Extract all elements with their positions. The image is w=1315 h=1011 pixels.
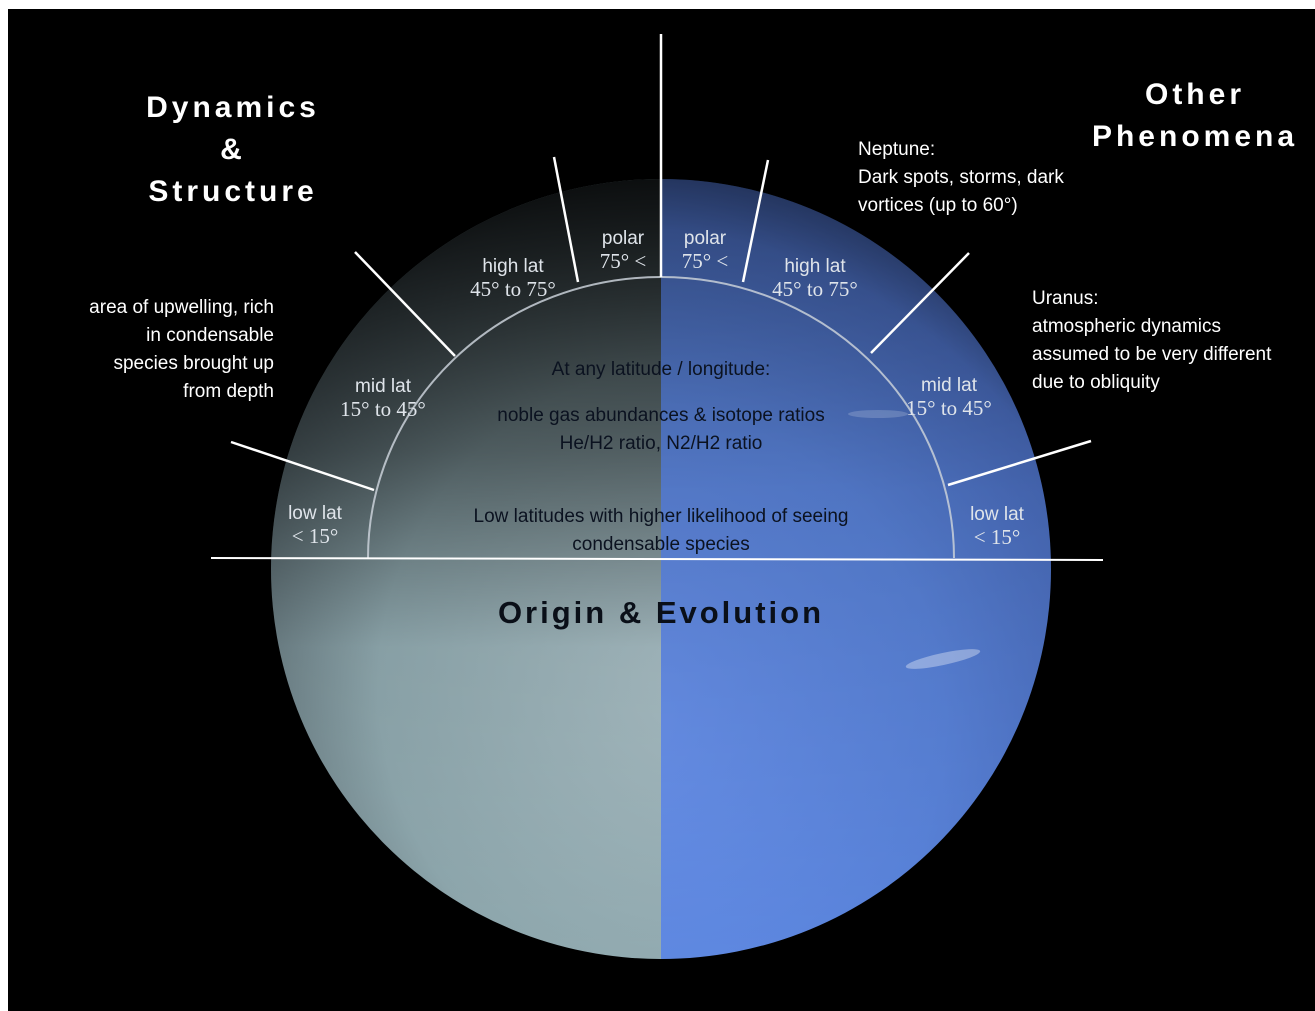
any-latitude-heading: At any latitude / longitude:	[551, 359, 771, 380]
tick-right-15	[947, 439, 1092, 487]
zone-range: 75° <	[599, 249, 647, 273]
zone-label-high-left: high lat 45° to 75°	[443, 255, 583, 301]
neptune-half	[661, 179, 1051, 959]
note-line: species brought up	[113, 353, 274, 374]
equator-line	[210, 557, 1104, 561]
heading-line: Dynamics	[146, 91, 320, 124]
heading-line: &	[220, 133, 246, 166]
low-latitude-text: Low latitudes with higher likelihood of …	[426, 503, 896, 559]
zone-name: polar	[601, 228, 645, 249]
zone-range: 15° to 45°	[340, 397, 426, 421]
note-line: due to obliquity	[1032, 372, 1160, 393]
abundance-text: noble gas abundances & isotope ratios He…	[436, 402, 886, 458]
zone-name: mid lat	[921, 375, 977, 396]
diagram-canvas: Dynamics & Structure Other Phenomena are…	[8, 9, 1315, 1011]
zone-range: 45° to 75°	[772, 277, 858, 301]
zone-name: low lat	[970, 504, 1024, 525]
heading-origin-evolution: Origin & Evolution	[497, 595, 825, 630]
zone-boundary-arc	[367, 276, 955, 559]
zone-label-mid-right: mid lat 15° to 45°	[874, 374, 1024, 420]
heading-dynamics-structure: Dynamics & Structure	[133, 87, 333, 213]
zone-name: high lat	[784, 256, 846, 277]
low-latitude-line: Low latitudes with higher likelihood of …	[473, 506, 849, 527]
heading-other-phenomena: Other Phenomena	[1080, 74, 1310, 158]
neptune-note: Neptune: Dark spots, storms, dark vortic…	[858, 136, 1118, 220]
note-line: assumed to be very different	[1032, 344, 1272, 365]
zone-label-low-left: low lat < 15°	[270, 502, 360, 548]
abundance-line: noble gas abundances & isotope ratios	[497, 405, 825, 426]
zone-range: 75° <	[681, 249, 729, 273]
planet-graphic	[210, 34, 1104, 959]
zone-label-mid-left: mid lat 15° to 45°	[308, 375, 458, 421]
note-line: Dark spots, storms, dark	[858, 167, 1064, 188]
tick-left-45	[354, 251, 456, 357]
zone-name: polar	[683, 228, 727, 249]
tick-right-45	[870, 252, 970, 354]
uranus-note: Uranus: atmospheric dynamics assumed to …	[1032, 285, 1314, 397]
condensable-line: condensable species	[572, 534, 750, 555]
heading-line: Structure	[148, 175, 318, 208]
zone-label-polar-right: polar 75° <	[660, 227, 750, 273]
uranus-half	[271, 179, 661, 959]
note-line: Uranus:	[1032, 288, 1099, 309]
note-line: Neptune:	[858, 139, 936, 160]
zone-range: < 15°	[973, 525, 1021, 549]
zone-label-low-right: low lat < 15°	[952, 503, 1042, 549]
zone-range: 15° to 45°	[906, 396, 992, 420]
zone-label-polar-left: polar 75° <	[578, 227, 668, 273]
zone-label-high-right: high lat 45° to 75°	[745, 255, 885, 301]
note-line: area of upwelling, rich	[89, 297, 274, 318]
note-line: from depth	[183, 381, 274, 402]
note-line: in condensable	[146, 325, 274, 346]
tick-left-15	[230, 440, 375, 492]
tick-left-75	[552, 156, 580, 283]
ratio-line: He/H2 ratio, N2/H2 ratio	[559, 433, 763, 454]
note-line: vortices (up to 60°)	[858, 195, 1018, 216]
note-line: atmospheric dynamics	[1032, 316, 1222, 337]
upwelling-note: area of upwelling, rich in condensable s…	[38, 294, 274, 406]
zone-name: mid lat	[355, 376, 411, 397]
zone-name: low lat	[288, 503, 342, 524]
zone-range: < 15°	[291, 524, 339, 548]
any-latitude-text: At any latitude / longitude:	[461, 356, 861, 384]
heading-line: Phenomena	[1091, 120, 1299, 153]
zone-name: high lat	[482, 256, 544, 277]
zone-range: 45° to 75°	[470, 277, 556, 301]
tick-right-75	[741, 159, 770, 283]
heading-line: Other	[1144, 78, 1245, 111]
